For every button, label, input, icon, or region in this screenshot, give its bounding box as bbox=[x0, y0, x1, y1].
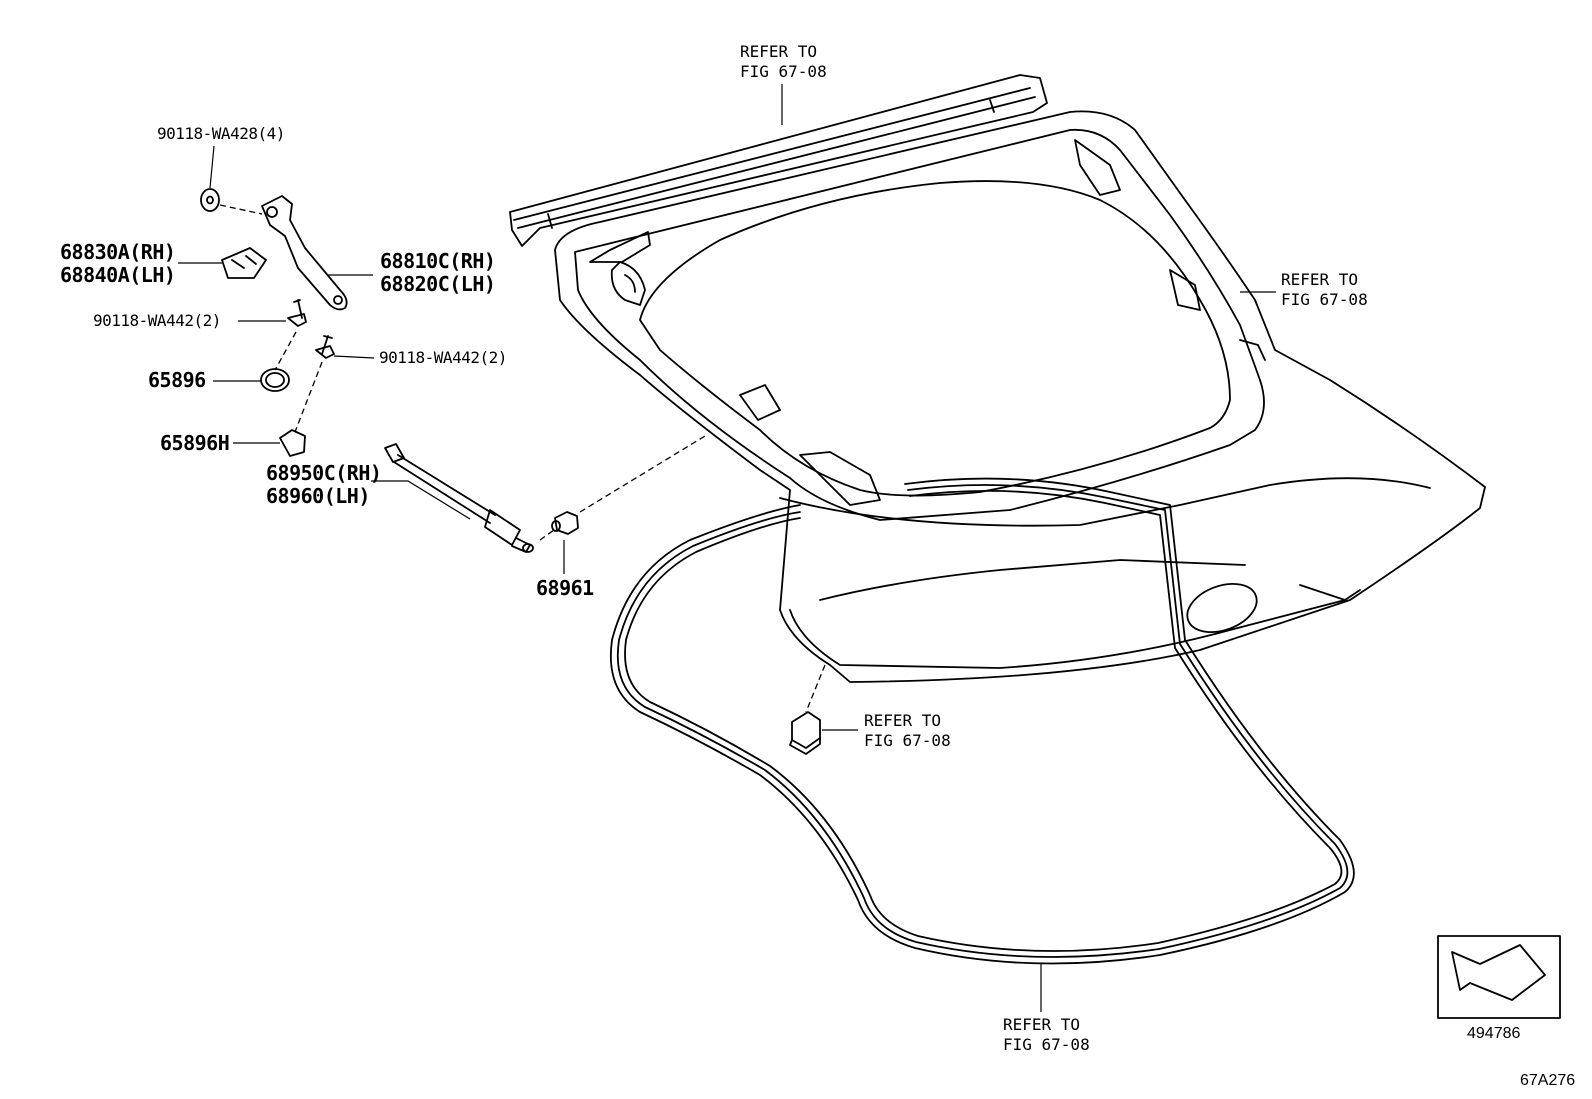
label-hinge-lh: 68820C(LH) bbox=[380, 272, 496, 296]
label-stud: 68961 bbox=[536, 576, 594, 600]
weatherstrip-seal bbox=[609, 477, 1355, 965]
back-door-panel bbox=[554, 110, 1486, 683]
label-stay-lh: 68960(LH) bbox=[266, 484, 370, 508]
label-clip: 65896H bbox=[160, 431, 230, 455]
label-hinge-rh: 68810C(RH) bbox=[380, 249, 496, 273]
refer-right-line2: FIG 67-08 bbox=[1281, 290, 1368, 309]
label-stay-rh: 68950C(RH) bbox=[266, 461, 382, 485]
view-indicator-box bbox=[1437, 935, 1561, 1019]
figure-code: 67A276 bbox=[1520, 1072, 1576, 1089]
refer-middle-line1: REFER TO bbox=[864, 711, 942, 730]
label-cover-rh: 68830A(RH) bbox=[60, 240, 176, 264]
refer-top-line2: FIG 67-08 bbox=[740, 62, 827, 81]
label-grommet: 65896 bbox=[148, 368, 206, 392]
label-bolt-wa442-left: 90118-WA442(2) bbox=[93, 311, 221, 330]
label-bolt-wa442-right: 90118-WA442(2) bbox=[379, 348, 507, 367]
label-bolt-wa428: 90118-WA428(4) bbox=[157, 124, 285, 143]
back-door-stay bbox=[384, 443, 534, 553]
upper-garnish bbox=[509, 74, 1048, 247]
hinge-assembly bbox=[200, 188, 348, 457]
illustration-number: 494786 bbox=[1467, 1025, 1521, 1042]
refer-right-line1: REFER TO bbox=[1281, 270, 1359, 289]
clip-refer bbox=[789, 711, 821, 755]
refer-middle-line2: FIG 67-08 bbox=[864, 731, 951, 750]
refer-bottom-line1: REFER TO bbox=[1003, 1015, 1081, 1034]
refer-bottom-line2: FIG 67-08 bbox=[1003, 1035, 1090, 1054]
refer-top-line1: REFER TO bbox=[740, 42, 818, 61]
label-cover-lh: 68840A(LH) bbox=[60, 263, 176, 287]
stud-bolt bbox=[551, 511, 579, 535]
